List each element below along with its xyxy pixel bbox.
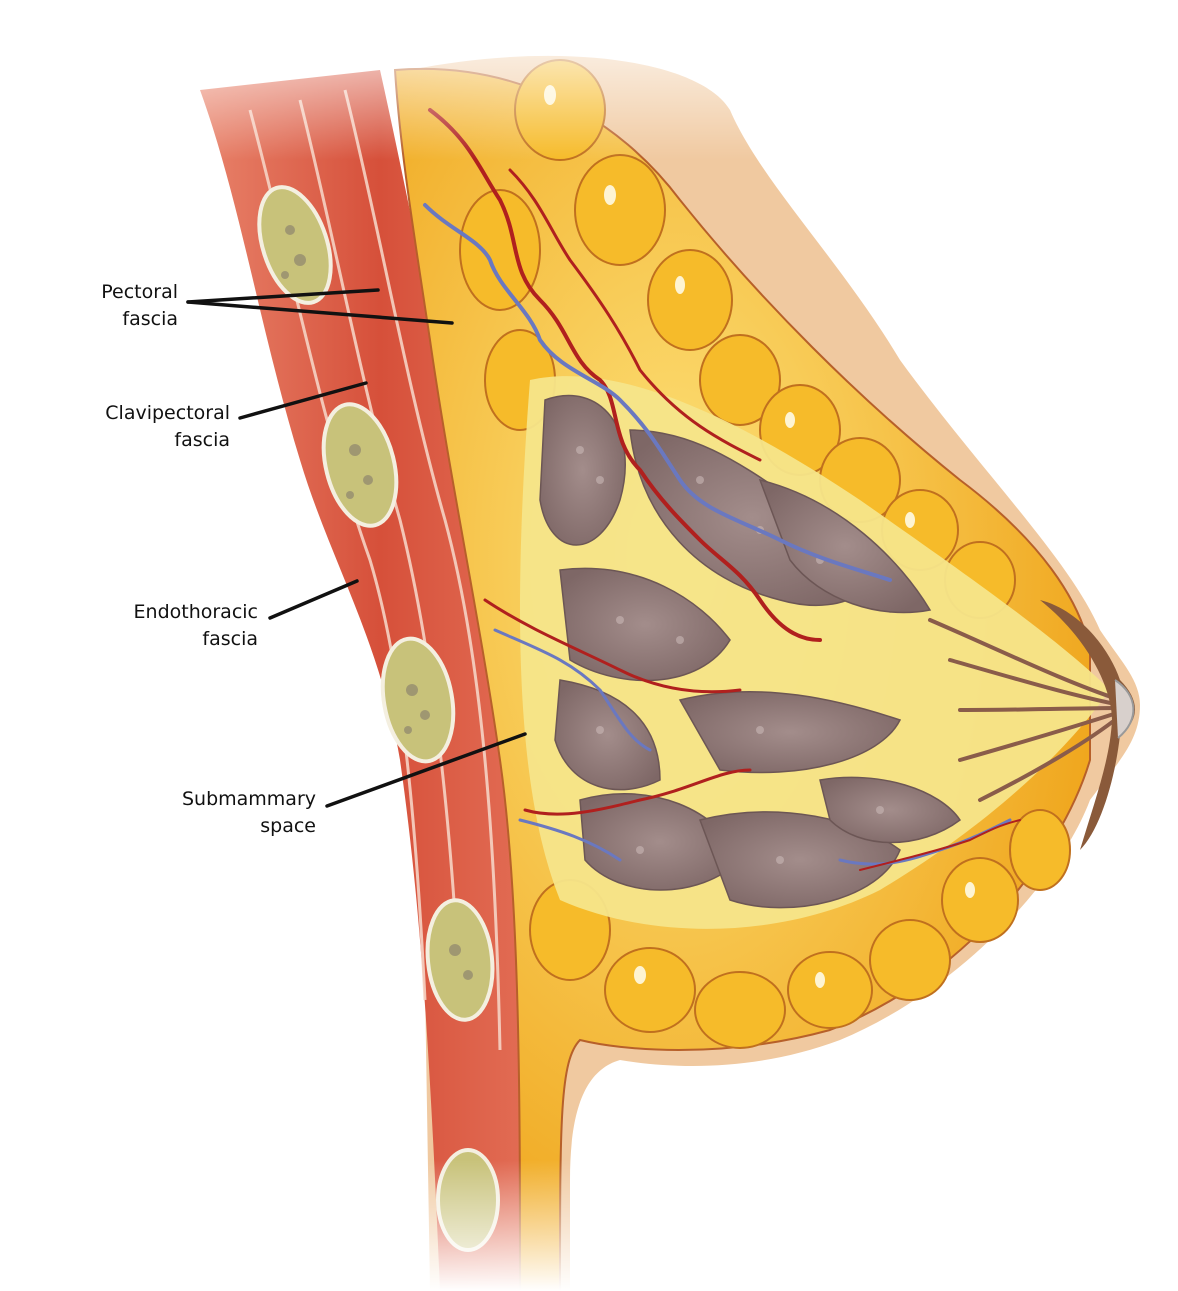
vein — [493, 628, 652, 752]
leader-line-submammary — [325, 732, 527, 808]
artery — [483, 598, 742, 694]
label-submammary-space: Submammary space — [181, 788, 316, 837]
leader-line-clavipectoral — [238, 381, 368, 420]
leader-lines — [186, 288, 527, 808]
artery — [859, 819, 1021, 871]
lactiferous-ducts — [928, 618, 1122, 802]
label-endothoracic-fascia: Endothoracic fascia — [133, 601, 258, 650]
artery — [523, 768, 752, 816]
mammary-gland-lobules — [539, 394, 962, 909]
artery — [428, 108, 822, 642]
nipple-areola — [1040, 600, 1135, 850]
artery — [508, 168, 762, 462]
vein — [423, 203, 892, 582]
label-clavipectoral-fascia: Clavipectoral fascia — [105, 402, 230, 451]
leader-line-pectoral-a — [186, 288, 380, 304]
leader-line-pectoral-b — [186, 300, 454, 325]
leader-line-endothoracic — [268, 579, 359, 620]
blood-vessels — [423, 108, 1021, 871]
label-pectoral-fascia: Pectoral fascia — [101, 281, 178, 330]
vein — [518, 818, 622, 862]
